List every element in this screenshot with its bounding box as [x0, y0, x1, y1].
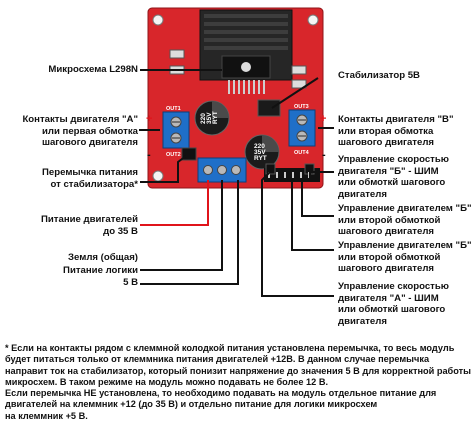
plus-right: +: [320, 113, 326, 125]
capacitor-right: [244, 134, 280, 170]
label-speed-a: Управление скоростью двигателя "А" - ШИМ…: [338, 281, 449, 327]
label-jumper: Перемычка питания от стабилизатора*: [42, 167, 138, 190]
label-motor-power: Питание двигателей до 35 В: [41, 214, 138, 237]
leader-logic: [140, 180, 239, 285]
leader-ground: [140, 180, 223, 271]
leader-control-b1: [301, 182, 334, 217]
l298n-pins: [228, 80, 265, 94]
leader-jumper: [140, 155, 187, 183]
minus-left: -: [147, 149, 151, 161]
smd-component: [169, 49, 185, 59]
capacitor-left: [194, 100, 230, 136]
terminal-motor-b: [288, 109, 316, 147]
label-l298n: Микросхема L298N: [48, 64, 138, 75]
heatsink: [199, 9, 293, 81]
leader-speed-a: [261, 171, 334, 297]
cap-left-line-1: 220: [200, 113, 207, 124]
cap-right-line-3: RYT: [254, 155, 267, 162]
leader-control-b2: [291, 182, 334, 251]
terminal-motor-a: [162, 111, 190, 149]
cap-right-line-1: 220: [254, 143, 265, 150]
mount-hole: [152, 14, 164, 26]
out1-label: OUT1: [166, 106, 181, 112]
out2-label: OUT2: [166, 152, 181, 158]
cap-right-line-2: 35V: [254, 149, 266, 156]
label-motor-a: Контакты двигателя "A" или первая обмотк…: [22, 114, 138, 148]
control-header: [264, 163, 320, 182]
regulator-5v: [257, 99, 281, 117]
leader-regulator: [271, 77, 319, 109]
cap-right-label: 220 35V RYT: [254, 143, 267, 162]
mount-hole: [152, 170, 164, 182]
smd-component: [291, 79, 307, 89]
label-motor-b: Контакты двигателя "B" или вторая обмотк…: [338, 114, 454, 148]
minus-right: -: [322, 149, 326, 161]
label-control-b1: Управление двигателем "Б" или второй обм…: [338, 203, 472, 237]
terminal-power: [197, 157, 247, 183]
cap-left-label: 220 35V RYT: [200, 111, 219, 124]
label-ground: Земля (общая): [68, 252, 138, 263]
cap-left-line-2: 35V: [206, 112, 213, 124]
leader-motor-power: [140, 180, 209, 226]
label-control-b2: Управление двигателем "Б" или второй обм…: [338, 240, 472, 274]
footnote-text: * Если на контакты рядом с клеммной коло…: [5, 343, 471, 421]
plus-left: +: [146, 113, 152, 125]
label-regulator: Стабилизатор 5В: [338, 70, 420, 81]
mount-hole: [307, 14, 319, 26]
label-logic-power: Питание логики 5 В: [63, 265, 138, 288]
label-speed-b: Управление скоростью двигателя "Б" - ШИМ…: [338, 154, 449, 200]
cap-left-line-3: RYT: [212, 111, 219, 124]
leader-speed-b: [309, 171, 334, 178]
out3-label: OUT3: [294, 104, 309, 110]
smd-component: [291, 65, 307, 75]
leader-lines: [139, 69, 334, 297]
out4-label: OUT4: [294, 150, 310, 156]
